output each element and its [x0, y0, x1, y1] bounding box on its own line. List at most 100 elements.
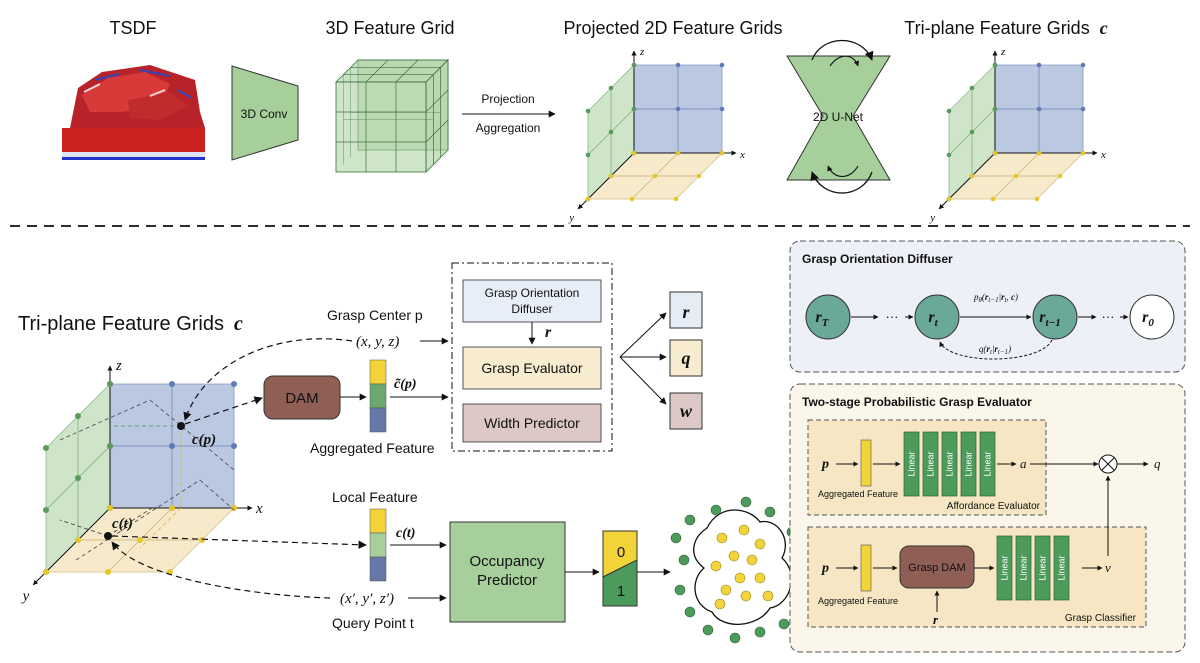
unet-label: 2D U-Net	[813, 110, 864, 124]
top-section: TSDF 3D Conv 3D Feature Grid Projection …	[62, 18, 1108, 224]
grid-dot	[946, 152, 952, 158]
affordance-p: p	[821, 457, 829, 472]
linear-layer	[1034, 535, 1051, 601]
query-coords: (x′, y′, z′)	[340, 591, 394, 607]
grid-dot	[608, 85, 614, 91]
node-rt-1	[1032, 294, 1078, 340]
out-r-label: r	[682, 302, 690, 322]
free-point	[684, 514, 696, 526]
aggregation-label: Aggregation	[476, 121, 541, 135]
r-symbol: r	[545, 324, 552, 341]
feature-grid-3d	[335, 59, 449, 173]
node-r0	[1129, 294, 1175, 340]
x-axis-label: x	[1100, 149, 1106, 161]
grid-dot	[231, 381, 237, 387]
diffuser-panel-title: Grasp Orientation Diffuser	[802, 252, 953, 266]
cp-to-dam-arrow	[184, 396, 263, 425]
grid-dot	[719, 62, 725, 68]
grid-dot	[105, 569, 111, 575]
linear-layer-label: Linear	[926, 451, 936, 476]
grid-dot	[231, 505, 237, 511]
node-rt	[914, 294, 960, 340]
grid-dot	[107, 443, 113, 449]
grid-dot	[585, 108, 591, 114]
grasp-module-container	[451, 262, 613, 452]
aggregated-feature-bar	[369, 359, 387, 433]
grid-dot	[1080, 62, 1086, 68]
cube-grid-line	[365, 59, 389, 83]
final-q: q	[1154, 456, 1161, 471]
grid-dot	[1013, 173, 1019, 179]
query-point-label: Query Point t	[332, 615, 414, 631]
linear-layer-label: Linear	[1019, 555, 1029, 580]
occupied-point	[728, 550, 740, 562]
conv3d-label: 3D Conv	[241, 107, 288, 121]
grasp-center-dashed-arrow	[183, 338, 353, 421]
free-point	[684, 606, 696, 618]
grid-dot	[631, 62, 637, 68]
out-w-label: w	[680, 401, 693, 421]
node-rt-label: rt	[928, 309, 938, 329]
grid-dot	[696, 173, 702, 179]
grid-dot	[585, 196, 591, 202]
linear-layer	[979, 431, 996, 497]
grasp-center-label: Grasp Center p	[327, 307, 423, 323]
reverse-arrow	[939, 339, 1053, 360]
grasp-evaluator-label: Grasp Evaluator	[481, 360, 582, 376]
projection-dashed-line	[139, 507, 182, 549]
grid-dot	[992, 150, 998, 156]
linear-layer	[941, 431, 958, 497]
free-point	[740, 496, 752, 508]
projection-dashed-line	[59, 399, 151, 441]
linear-layer-label: Linear	[1038, 555, 1048, 580]
occupied-point	[710, 560, 722, 572]
width-predictor-block	[462, 403, 602, 443]
out-q-label: q	[682, 348, 691, 368]
occupied-point	[738, 524, 750, 536]
out-q-box	[669, 339, 703, 377]
cube-front-face	[335, 81, 427, 173]
grid-dot	[969, 85, 975, 91]
grid-dot	[107, 381, 113, 387]
x-axis-label: x	[739, 149, 745, 161]
grid-dot	[675, 150, 681, 156]
linear-layer-label: Linear	[964, 451, 974, 476]
free-point	[674, 584, 686, 596]
classifier-box	[807, 526, 1147, 628]
free-point	[710, 504, 722, 516]
grid-dot	[75, 413, 81, 419]
free-point	[670, 532, 682, 544]
grid-dot	[1036, 62, 1042, 68]
local-feature-symbol: c(t)	[396, 526, 415, 541]
local-feature-label: Local Feature	[332, 489, 418, 505]
occupied-point	[714, 598, 726, 610]
point-ct-label: c(t)	[112, 516, 133, 532]
grid-dot	[1080, 150, 1086, 156]
query-dashed-arrow	[111, 541, 331, 599]
local-feature-bar	[369, 508, 387, 582]
query-point	[104, 532, 112, 540]
aggregated-feature-label: Aggregated Feature	[310, 440, 435, 456]
occ-one-label: 1	[617, 583, 625, 600]
occupancy-point-cloud	[670, 496, 811, 644]
affordance-a: a	[1020, 456, 1027, 471]
grid-dot	[675, 62, 681, 68]
grid-dot	[608, 173, 614, 179]
linear-layer-label: Linear	[907, 451, 917, 476]
tsdf-title: TSDF	[110, 18, 157, 38]
occupied-point	[716, 532, 728, 544]
occupancy-label-1: Occupancy	[469, 553, 545, 570]
grid-dot	[992, 62, 998, 68]
width-predictor-label: Width Predictor	[484, 415, 580, 431]
affordance-title: Affordance Evaluator	[947, 501, 1041, 512]
node-rT	[805, 294, 851, 340]
linear-layer-label: Linear	[945, 451, 955, 476]
grid-dot	[75, 537, 81, 543]
occ-zero-label: 0	[617, 544, 625, 561]
z-axis-label: z	[115, 358, 122, 374]
x-axis-label: x	[255, 501, 263, 517]
aggregated-feature-symbol: c̃(p)	[394, 377, 417, 392]
